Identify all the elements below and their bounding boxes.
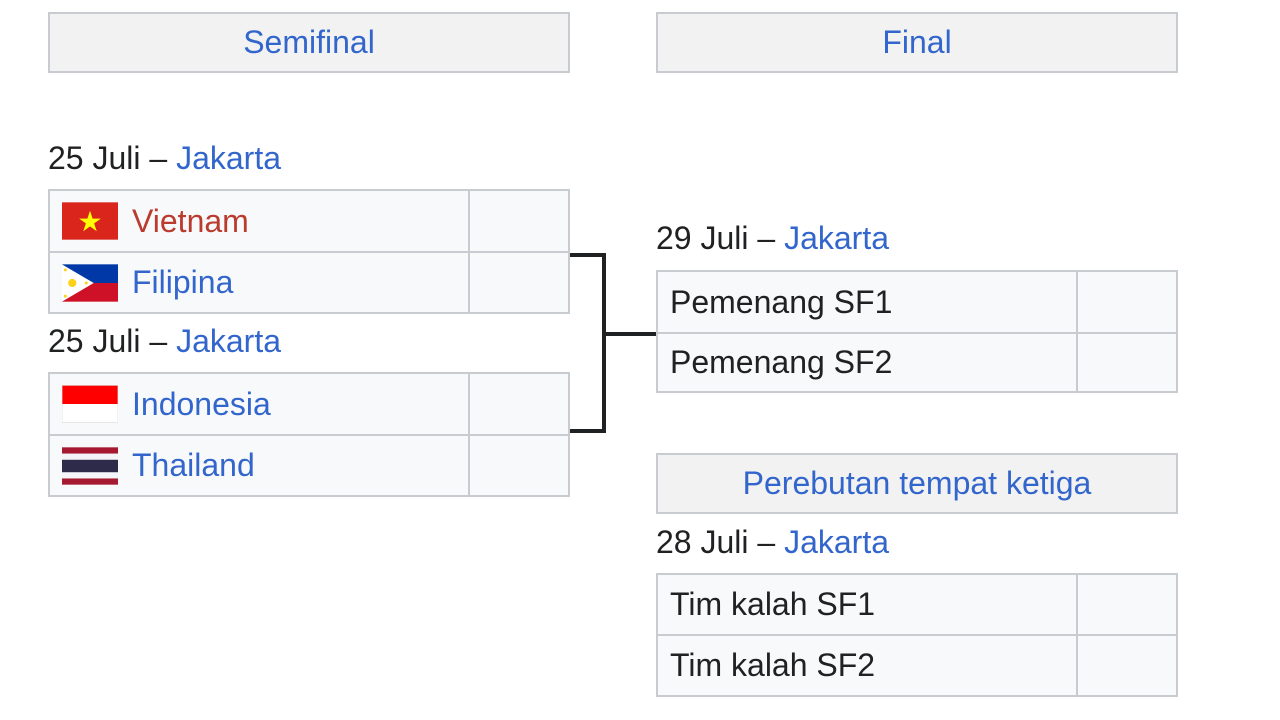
semifinal-2-team-1-row: Indonesia — [48, 372, 570, 436]
third-place-header[interactable]: Perebutan tempat ketiga — [656, 453, 1178, 514]
score-cell — [470, 253, 568, 312]
team-cell: Pemenang SF2 — [658, 334, 1078, 391]
final-date-line: 29 Juli – Jakarta — [656, 218, 889, 258]
team-cell: Thailand — [50, 436, 470, 495]
final-venue-link[interactable]: Jakarta — [784, 220, 890, 256]
semifinal-2-date-line: 25 Juli – Jakarta — [48, 321, 281, 361]
team-cell: Pemenang SF1 — [658, 272, 1078, 332]
final-header[interactable]: Final — [656, 12, 1178, 73]
final-team-1-row: Pemenang SF1 — [656, 270, 1178, 334]
final-date: 29 Juli — [656, 220, 749, 256]
score-cell — [470, 191, 568, 251]
team-name: Tim kalah SF1 — [670, 586, 876, 622]
semifinal-2-venue-link[interactable]: Jakarta — [176, 323, 282, 359]
date-separator: – — [757, 524, 776, 560]
score-cell — [1078, 272, 1176, 332]
third-place-venue-link[interactable]: Jakarta — [784, 524, 890, 560]
flag-vietnam-icon — [62, 202, 118, 240]
bracket-connector-vertical — [602, 253, 606, 433]
date-separator: – — [757, 220, 776, 256]
semifinal-2-team-2-row: Thailand — [48, 434, 570, 497]
score-cell — [470, 374, 568, 434]
team-name-link[interactable]: Vietnam — [132, 202, 249, 239]
bracket-connector-final — [602, 332, 656, 336]
semifinal-header[interactable]: Semifinal — [48, 12, 570, 73]
team-cell: Indonesia — [50, 374, 470, 434]
team-name: Tim kalah SF2 — [670, 647, 876, 683]
flag-indonesia-icon — [62, 385, 118, 423]
third-place-team-2-row: Tim kalah SF2 — [656, 634, 1178, 697]
semifinal-1-date: 25 Juli — [48, 140, 141, 176]
semifinal-1-venue-link[interactable]: Jakarta — [176, 140, 282, 176]
flag-philippines-icon — [62, 263, 118, 302]
third-place-date: 28 Juli — [656, 524, 749, 560]
semifinal-2-date: 25 Juli — [48, 323, 141, 359]
bracket-connector-top — [570, 253, 606, 257]
semifinal-1-date-line: 25 Juli – Jakarta — [48, 138, 281, 178]
date-separator: – — [149, 140, 168, 176]
flag-thailand-icon — [62, 446, 118, 485]
date-separator: – — [149, 323, 168, 359]
semifinal-1-team-1-row: Vietnam — [48, 189, 570, 253]
team-cell: Tim kalah SF2 — [658, 636, 1078, 695]
score-cell — [470, 436, 568, 495]
team-name: Pemenang SF2 — [670, 344, 893, 380]
score-cell — [1078, 636, 1176, 695]
score-cell — [1078, 334, 1176, 391]
team-cell: Filipina — [50, 253, 470, 312]
team-name: Pemenang SF1 — [670, 283, 893, 320]
team-name-link[interactable]: Indonesia — [132, 385, 271, 422]
team-cell: Tim kalah SF1 — [658, 575, 1078, 634]
third-place-team-1-row: Tim kalah SF1 — [656, 573, 1178, 636]
bracket-connector-bottom — [570, 429, 606, 433]
team-cell: Vietnam — [50, 191, 470, 251]
semifinal-1-team-2-row: Filipina — [48, 251, 570, 314]
team-name-link[interactable]: Filipina — [132, 264, 234, 300]
team-name-link[interactable]: Thailand — [132, 447, 255, 483]
score-cell — [1078, 575, 1176, 634]
final-team-2-row: Pemenang SF2 — [656, 332, 1178, 393]
third-place-date-line: 28 Juli – Jakarta — [656, 522, 889, 562]
